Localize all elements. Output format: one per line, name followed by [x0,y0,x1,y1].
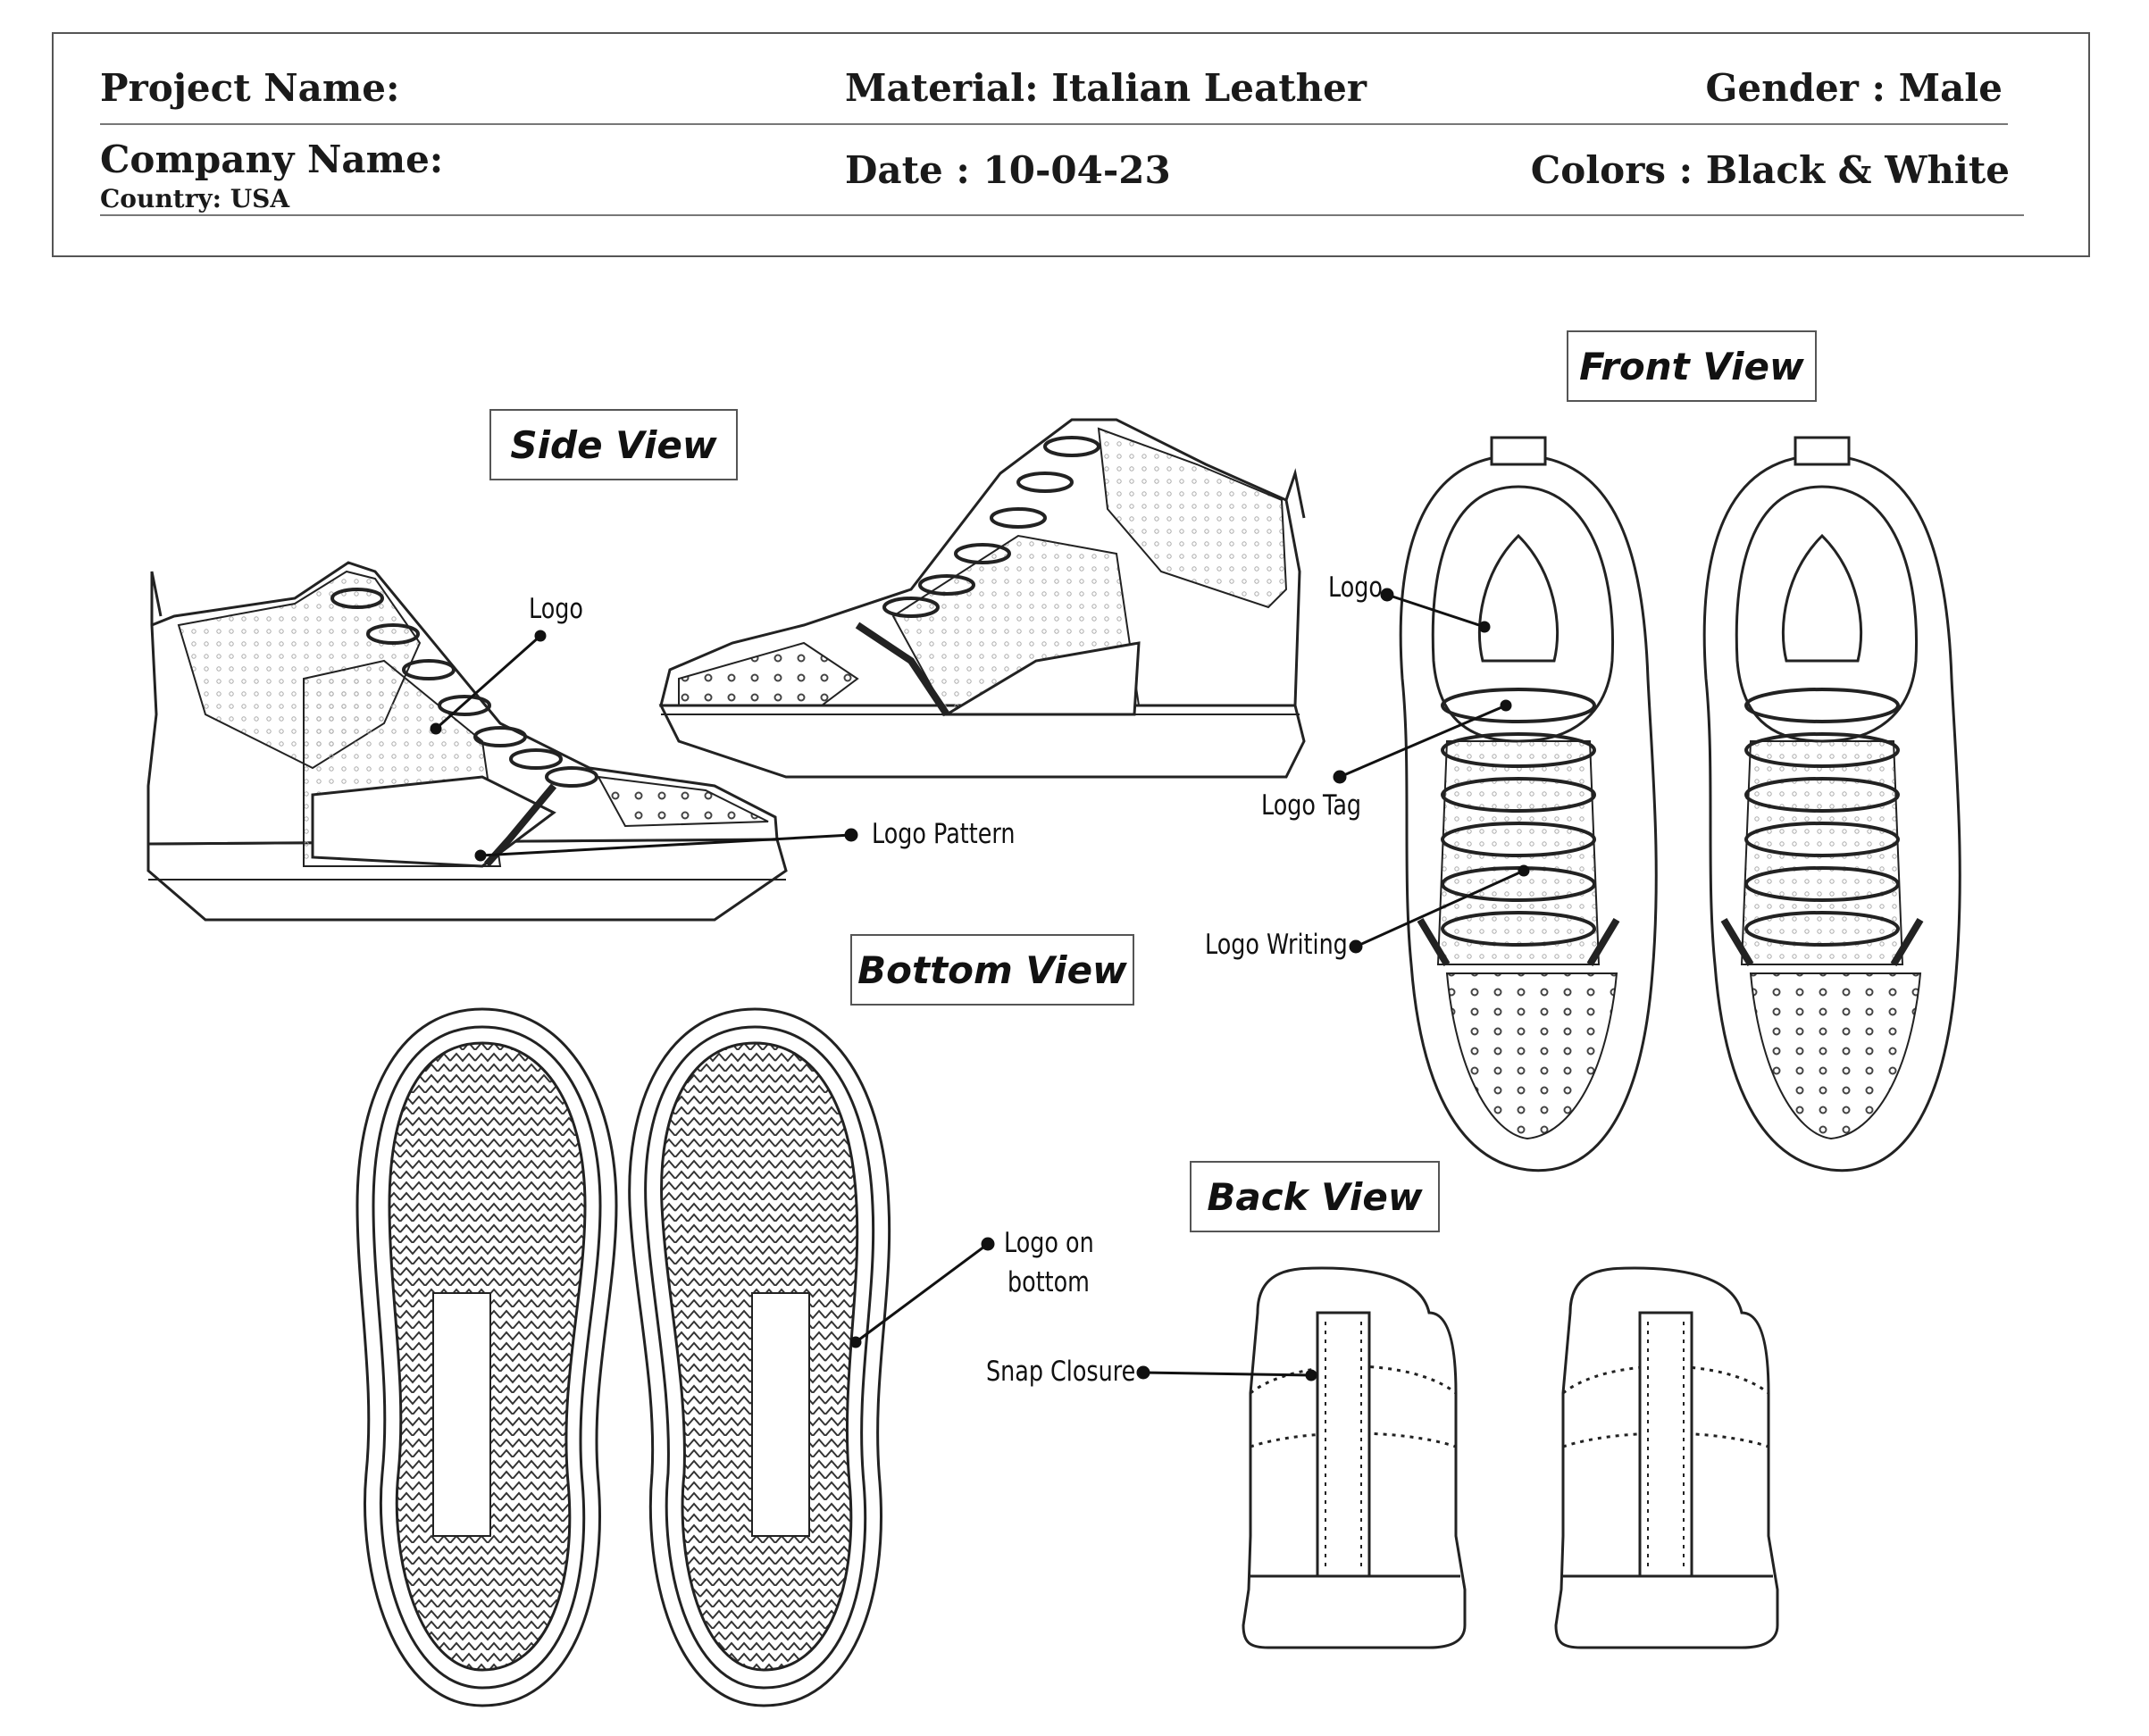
bottom-view-sole-left [355,1007,618,1707]
front-view-shoe-right [1702,436,1961,1173]
bottom-callout-leader [849,1237,995,1348]
side-view-label: Side View [489,409,738,480]
back-view-shoe-right [1554,1266,1779,1649]
bottom-view-sole-right [628,1007,891,1707]
side-logo-callout: Logo [529,593,583,625]
side-view-shoe-right [658,418,1306,779]
header-divider-top [100,123,2008,125]
header-divider-bottom [100,214,2024,216]
material-text: Material: Italian Leather [845,66,1367,110]
bottom-logo-callout-line1: Logo on [1004,1227,1094,1259]
back-view-label: Back View [1190,1161,1440,1232]
snap-closure-callout: Snap Closure [986,1356,1136,1388]
front-logo-writing-callout: Logo Writing [1205,929,1348,961]
gender-text: Gender : Male [1705,66,2003,110]
bottom-view-label: Bottom View [850,934,1134,1006]
company-name-label: Company Name: [100,138,444,181]
country-text: Country: USA [100,184,290,213]
side-callout-leaders [430,630,858,862]
front-view-shoe-left [1399,436,1658,1173]
front-callout-leaders [1333,588,1530,954]
back-callout-leader [1136,1365,1317,1381]
spec-header [52,32,2090,257]
date-text: Date : 10-04-23 [845,148,1171,192]
front-logo-callout: Logo [1328,572,1383,604]
side-logo-pattern-callout: Logo Pattern [872,818,1016,850]
bottom-logo-callout-line2: bottom [1008,1266,1090,1298]
project-name-label: Project Name: [100,66,400,110]
front-logo-tag-callout: Logo Tag [1261,789,1362,822]
colors-text: Colors : Black & White [1530,148,2010,192]
back-view-shoe-left [1242,1266,1467,1649]
front-view-label: Front View [1567,330,1817,402]
